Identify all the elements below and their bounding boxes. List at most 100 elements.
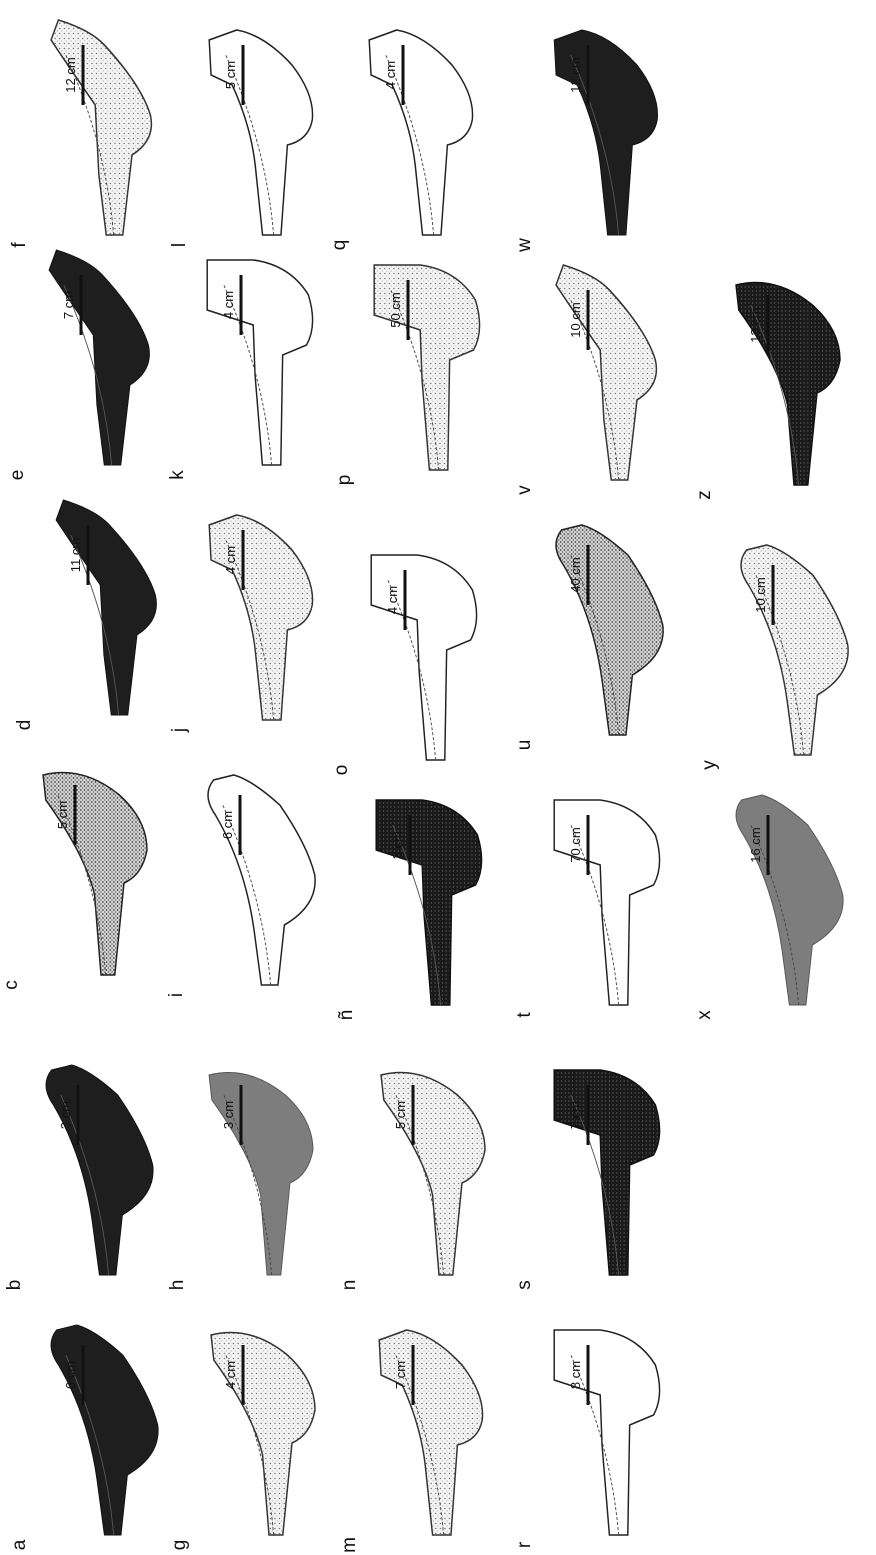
scale-label-t: 70 cm <box>568 827 583 862</box>
panel-label-q: q <box>329 240 350 251</box>
panel-g: 4 cm g <box>169 1333 315 1551</box>
scale-label-v: 10 cm <box>568 302 583 337</box>
scale-label-a: 6 cm <box>63 1361 78 1389</box>
panel-h: 3 cm h <box>167 1073 313 1291</box>
specimen-a <box>51 1325 158 1535</box>
panel-f: 12 cm f <box>9 20 151 248</box>
panel-label-a: a <box>9 1539 30 1550</box>
scale-label-o: 4 cm <box>385 586 400 614</box>
specimen-i <box>208 775 315 985</box>
panel-j: 4 cm j <box>169 515 313 733</box>
panel-label-e: e <box>7 470 28 481</box>
panel-z: 13 cm z <box>694 283 840 500</box>
scale-label-n: 5 cm <box>393 1101 408 1129</box>
scale-label-u: 40 cm <box>568 557 583 592</box>
specimen-l <box>209 30 312 235</box>
panel-l: 5 cm l <box>169 30 313 247</box>
panel-label-m: m <box>339 1537 360 1553</box>
panel-label-w: w <box>514 238 535 253</box>
panel-label-p: p <box>334 475 355 486</box>
panel-t: 70 cm t <box>514 800 660 1018</box>
scale-label-c: 5 cm <box>55 801 70 829</box>
specimen-o <box>371 555 476 760</box>
panel-label-r: r <box>514 1541 535 1548</box>
panel-label-h: h <box>167 1280 188 1291</box>
panel-label-i: i <box>166 993 187 997</box>
scale-label-r: 8 cm <box>568 1361 583 1389</box>
specimen-q <box>369 30 472 235</box>
scale-label-m: 7 cm <box>393 1361 408 1389</box>
scale-label-e: 7 cm <box>61 291 76 319</box>
panel-label-o: o <box>331 765 352 776</box>
scale-label-p: 50 cm <box>388 292 403 327</box>
panel-label-z: z <box>694 490 715 500</box>
panel-label-s: s <box>514 1280 535 1290</box>
specimen-m <box>379 1330 482 1535</box>
scale-label-g: 4 cm <box>223 1361 238 1389</box>
panel-a: 6 cm a <box>9 1325 158 1550</box>
scale-label-w: 12 cm <box>568 57 583 92</box>
specimen-v <box>556 265 656 480</box>
panel-label-b: b <box>4 1280 25 1291</box>
panel-ntilde: 3 cm ñ <box>336 800 482 1020</box>
scale-label-k: 4 cm <box>221 291 236 319</box>
scale-label-h: 3 cm <box>221 1101 236 1129</box>
scale-label-z: 13 cm <box>748 307 763 342</box>
panel-i: 6 cm i <box>166 775 315 997</box>
specimen-u <box>556 525 663 735</box>
scale-label-x: 16 cm <box>748 827 763 862</box>
panel-s: 7 cm s <box>514 1070 660 1290</box>
panel-label-f: f <box>9 242 30 248</box>
panel-m: 7 cm m <box>339 1330 483 1553</box>
panel-o: 4 cm o <box>331 555 477 775</box>
scale-label-i: 6 cm <box>220 811 235 839</box>
specimen-x <box>736 795 843 1005</box>
panel-label-d: d <box>14 720 35 731</box>
panel-k: 4 cm k <box>167 260 313 480</box>
panel-label-l: l <box>169 243 190 247</box>
scale-label-b: 3 cm <box>58 1101 73 1129</box>
specimen-d <box>56 500 156 715</box>
panel-label-t: t <box>514 1012 535 1018</box>
specimen-s <box>554 1070 659 1275</box>
specimen-b <box>46 1065 153 1275</box>
panel-label-n: n <box>339 1280 360 1291</box>
panel-c: 5 cm c <box>1 773 147 990</box>
scale-label-y: 10 cm <box>753 577 768 612</box>
scale-label-j: 4 cm <box>223 546 238 574</box>
specimen-y <box>741 545 848 755</box>
scale-label-d: 11 cm <box>68 538 83 572</box>
panel-label-v: v <box>514 485 535 495</box>
panel-n: 5 cm n <box>339 1073 485 1291</box>
scale-label-s: 7 cm <box>568 1101 583 1129</box>
panel-label-ntilde: ñ <box>336 1010 357 1021</box>
panel-u: 40 cmu <box>514 525 663 750</box>
panel-e: 7 cm e <box>7 250 149 480</box>
panel-label-y: y <box>699 760 720 770</box>
specimen-e <box>49 250 149 465</box>
specimen-ntilde <box>376 800 481 1005</box>
scale-label-l: 5 cm <box>223 61 238 89</box>
panel-w: 12 cm w <box>514 30 658 253</box>
panel-x: 16 cm x <box>694 795 843 1020</box>
scale-label-f: 12 cm <box>63 57 78 92</box>
panel-label-x: x <box>694 1010 715 1020</box>
scale-label-q: 4 cm <box>383 61 398 89</box>
panel-label-j: j <box>169 728 190 733</box>
specimen-j <box>209 515 312 720</box>
specimen-k <box>207 260 312 465</box>
panel-q: 4 cm q <box>329 30 473 250</box>
panel-p: 50 cm p <box>334 265 480 485</box>
panel-label-k: k <box>167 470 188 480</box>
panel-label-g: g <box>169 1540 190 1551</box>
specimen-f <box>51 20 151 235</box>
scale-label-ntilde: 3 cm <box>390 831 405 859</box>
panel-b: 3 cm b <box>4 1065 153 1290</box>
panel-v: 10 cm v <box>514 265 656 495</box>
panel-r: 8 cm r <box>514 1330 660 1548</box>
panel-y: 10 cm y <box>699 545 848 770</box>
specimen-r <box>554 1330 659 1535</box>
panel-d: 11 cm d <box>14 500 156 730</box>
panel-label-c: c <box>1 980 22 990</box>
